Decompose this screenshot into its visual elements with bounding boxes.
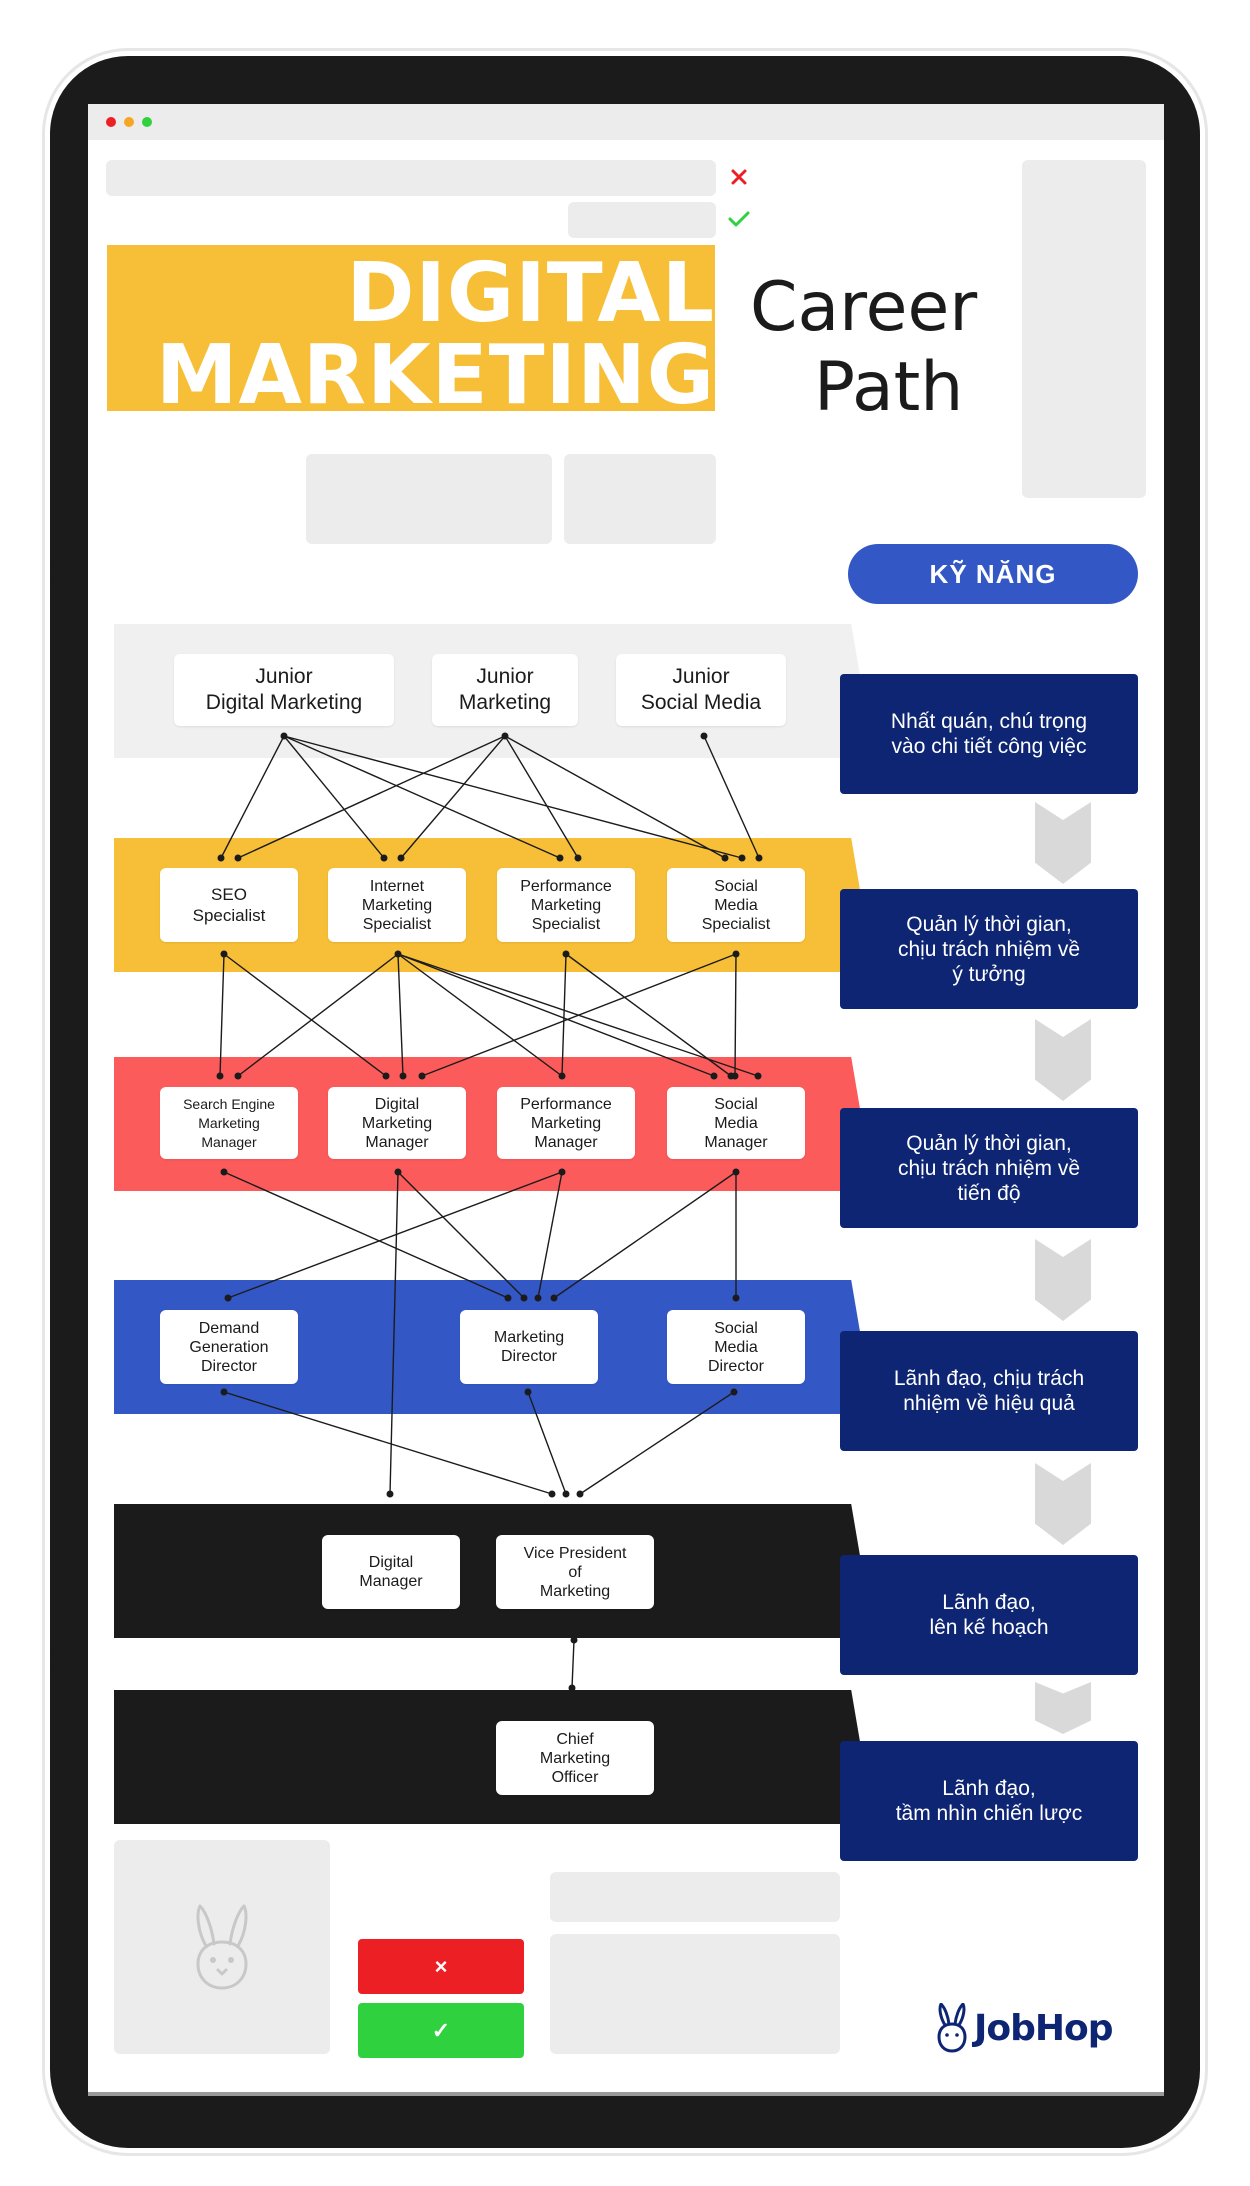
node-digital-manager[interactable]: Digital Manager bbox=[322, 1535, 460, 1609]
node-demand-generation-director[interactable]: Demand Generation Director bbox=[160, 1310, 298, 1384]
check-icon[interactable] bbox=[728, 210, 750, 228]
node-vice-president-of-marketing[interactable]: Vice President of Marketing bbox=[496, 1535, 654, 1609]
rabbit-icon bbox=[196, 1904, 248, 1990]
title-line-2: MARKETING bbox=[155, 328, 715, 423]
node-social-media-director[interactable]: Social Media Director bbox=[667, 1310, 805, 1384]
placeholder-bar bbox=[568, 202, 716, 238]
skill-box-3: Quản lý thời gian, chịu trách nhiệm về t… bbox=[840, 1108, 1138, 1228]
node-social-media-specialist[interactable]: Social Media Specialist bbox=[667, 868, 805, 942]
skill-box-4: Lãnh đạo, chịu trách nhiệm về hiệu quả bbox=[840, 1331, 1138, 1451]
skill-box-5: Lãnh đạo, lên kế hoạch bbox=[840, 1555, 1138, 1675]
node-junior-social-media[interactable]: Junior Social Media bbox=[616, 654, 786, 726]
side-button bbox=[1164, 512, 1200, 532]
node-performance-marketing-manager[interactable]: Performance Marketing Manager bbox=[497, 1087, 635, 1159]
band-cmo bbox=[114, 1690, 874, 1824]
window-titlebar bbox=[88, 104, 1164, 140]
placeholder-panel bbox=[1022, 160, 1146, 498]
side-button bbox=[50, 560, 86, 580]
subtitle-career: Career bbox=[750, 268, 978, 347]
side-button bbox=[50, 1652, 86, 1672]
side-button bbox=[1164, 1706, 1200, 1726]
title-line-1: DIGITAL bbox=[346, 246, 715, 341]
placeholder-panel bbox=[550, 1934, 840, 2054]
subtitle-path: Path bbox=[814, 348, 964, 427]
side-button bbox=[50, 1622, 86, 1634]
skill-box-6: Lãnh đạo, tầm nhìn chiến lược bbox=[840, 1741, 1138, 1861]
skill-box-1: Nhất quán, chú trọng vào chi tiết công v… bbox=[840, 674, 1138, 794]
placeholder-card bbox=[306, 454, 552, 544]
jobhop-logo: JobHop bbox=[934, 2003, 1114, 2053]
side-button bbox=[1164, 554, 1200, 566]
skills-header: KỸ NĂNG bbox=[848, 544, 1138, 604]
close-icon: × bbox=[434, 1953, 448, 1979]
side-button bbox=[50, 598, 86, 610]
node-performance-marketing-specialist[interactable]: Performance Marketing Specialist bbox=[497, 868, 635, 942]
placeholder-card bbox=[564, 454, 716, 544]
node-search-engine-marketing-manager[interactable]: Search Engine Marketing Manager bbox=[160, 1087, 298, 1159]
window-close-dot[interactable] bbox=[106, 117, 116, 127]
reject-button[interactable]: × bbox=[358, 1939, 524, 1994]
node-social-media-manager[interactable]: Social Media Manager bbox=[667, 1087, 805, 1159]
node-seo-specialist[interactable]: SEO Specialist bbox=[160, 868, 298, 942]
node-junior-digital-marketing[interactable]: Junior Digital Marketing bbox=[174, 654, 394, 726]
skill-box-2: Quản lý thời gian, chịu trách nhiệm về ý… bbox=[840, 889, 1138, 1009]
window-minimize-dot[interactable] bbox=[124, 117, 134, 127]
placeholder-image bbox=[114, 1840, 330, 2054]
rabbit-logo-icon bbox=[937, 2003, 967, 2053]
side-button bbox=[1164, 1676, 1200, 1688]
accept-button[interactable]: ✓ bbox=[358, 2003, 524, 2058]
node-digital-marketing-manager[interactable]: Digital Marketing Manager bbox=[328, 1087, 466, 1159]
tablet-outline bbox=[42, 48, 1208, 2156]
logo-text: JobHop bbox=[974, 2007, 1114, 2049]
node-junior-marketing[interactable]: Junior Marketing bbox=[432, 654, 578, 726]
node-chief-marketing-officer[interactable]: Chief Marketing Officer bbox=[496, 1721, 654, 1795]
band-vp bbox=[114, 1504, 874, 1638]
screen-bottom-bar bbox=[88, 2092, 1164, 2096]
placeholder-bar bbox=[550, 1872, 840, 1922]
check-icon: ✓ bbox=[431, 2017, 451, 2043]
title-highlight: DIGITAL MARKETING bbox=[107, 245, 715, 417]
placeholder-bar bbox=[106, 160, 716, 196]
window-maximize-dot[interactable] bbox=[142, 117, 152, 127]
close-icon[interactable] bbox=[730, 168, 748, 186]
node-marketing-director[interactable]: Marketing Director bbox=[460, 1310, 598, 1384]
node-internet-marketing-specialist[interactable]: Internet Marketing Specialist bbox=[328, 868, 466, 942]
